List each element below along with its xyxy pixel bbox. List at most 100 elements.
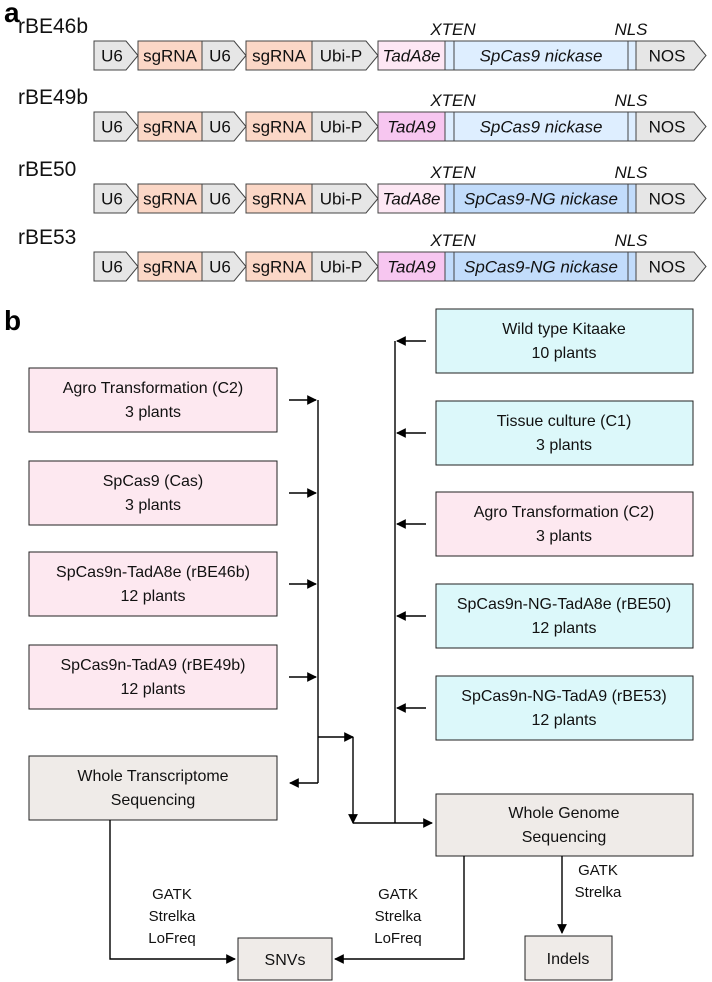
u6-2-label: U6	[209, 47, 231, 66]
left-box-cas-line2: 3 plants	[125, 497, 181, 514]
right-sample-group: Wild type Kitaake 10 plants Tissue cultu…	[435, 308, 694, 741]
sgrna-1-segment	[137, 183, 203, 214]
nos-segment	[635, 40, 707, 71]
u6-1-label: U6	[101, 118, 123, 137]
u6-2-label: U6	[209, 258, 231, 277]
wgs-box-line2: Sequencing	[522, 829, 607, 846]
tool-wts-2: Strelka	[149, 908, 196, 925]
indels-label: Indels	[547, 951, 590, 968]
ubi-p-segment	[311, 183, 379, 214]
sgrna-2-segment	[245, 40, 313, 71]
sgrna-1-segment	[137, 40, 203, 71]
xten-linker-segment	[444, 111, 455, 142]
sgrna-1-segment	[137, 111, 203, 142]
sgrna-2-segment	[245, 183, 313, 214]
tool-wgs-snv-2: Strelka	[375, 908, 422, 925]
xten-linker-segment	[444, 40, 455, 71]
xten-label: XTEN	[429, 91, 476, 110]
left-box-rbe46b-line2: 12 plants	[121, 588, 186, 605]
arrow-wgs-to-snvs	[334, 856, 465, 964]
tada-label: TadA8e	[383, 190, 441, 209]
right-box-agro-line1: Agro Transformation (C2)	[474, 504, 655, 521]
nos-label: NOS	[649, 47, 686, 66]
tools-wgs-indel: GATK Strelka	[575, 862, 622, 901]
u6-1-segment	[93, 183, 139, 214]
nls-label: NLS	[614, 163, 648, 182]
cas9-label: SpCas9 nickase	[480, 118, 603, 137]
sgrna-1-label: sgRNA	[143, 190, 198, 209]
right-box-rbe50: SpCas9n-NG-TadA8e (rBE50) 12 plants	[435, 583, 694, 649]
sgrna-2-label: sgRNA	[252, 118, 307, 137]
construct-name: rBE46b	[18, 15, 88, 38]
tada-segment	[377, 251, 446, 282]
tada-label: TadA8e	[383, 47, 441, 66]
panel-b-letter: b	[4, 305, 21, 336]
u6-1-segment	[93, 251, 139, 282]
ubi-p-segment	[311, 251, 379, 282]
u6-2-label: U6	[209, 190, 231, 209]
left-box-rbe49b-line1: SpCas9n-TadA9 (rBE49b)	[61, 657, 246, 674]
xten-linker-segment	[444, 251, 455, 282]
tool-wgs-indel-2: Strelka	[575, 884, 622, 901]
tada-label: TadA9	[387, 258, 436, 277]
sgrna-2-label: sgRNA	[252, 47, 307, 66]
cas9-segment	[453, 40, 629, 71]
cas9-label: SpCas9 nickase	[480, 47, 603, 66]
left-box-cas: SpCas9 (Cas) 3 plants	[28, 460, 278, 526]
construct-name: rBE49b	[18, 86, 88, 109]
nls-segment	[627, 251, 637, 282]
u6-2-segment	[201, 40, 247, 71]
right-box-rbe53-line2: 12 plants	[532, 712, 597, 729]
cas9-label: SpCas9-NG nickase	[464, 258, 618, 277]
nos-label: NOS	[649, 118, 686, 137]
u6-2-segment	[201, 251, 247, 282]
snvs-box: SNVs	[237, 937, 333, 981]
tool-wts-3: LoFreq	[148, 930, 196, 947]
nls-label: NLS	[614, 91, 648, 110]
left-box-rbe46b-line1: SpCas9n-TadA8e (rBE46b)	[56, 564, 250, 581]
nls-segment	[627, 111, 637, 142]
tada-segment	[377, 183, 446, 214]
nls-label: NLS	[614, 20, 648, 39]
u6-1-label: U6	[101, 190, 123, 209]
sgrna-1-label: sgRNA	[143, 118, 198, 137]
u6-2-segment	[201, 183, 247, 214]
nos-label: NOS	[649, 258, 686, 277]
xten-label: XTEN	[429, 231, 476, 250]
wgs-box-line1: Whole Genome	[508, 805, 619, 822]
u6-1-label: U6	[101, 47, 123, 66]
ubi-p-segment	[311, 111, 379, 142]
wts-box: Whole Transcriptome Sequencing	[28, 755, 278, 821]
tool-wgs-snv-3: LoFreq	[374, 930, 422, 947]
sgrna-1-label: sgRNA	[143, 258, 198, 277]
right-box-rbe50-line1: SpCas9n-NG-TadA8e (rBE50)	[457, 596, 671, 613]
tools-wgs-snv: GATK Strelka LoFreq	[374, 886, 422, 947]
left-box-rbe49b-line2: 12 plants	[121, 681, 186, 698]
wts-box-line2: Sequencing	[111, 792, 196, 809]
u6-1-segment	[93, 40, 139, 71]
right-box-wild-type-line1: Wild type Kitaake	[502, 321, 626, 338]
tool-wgs-indel-1: GATK	[578, 862, 618, 879]
right-box-agro: Agro Transformation (C2) 3 plants	[435, 491, 694, 557]
nos-segment	[635, 251, 707, 282]
right-box-tissue-culture-line2: 3 plants	[536, 437, 592, 454]
nls-label: NLS	[614, 231, 648, 250]
ubi-p-label: Ubi-P	[320, 190, 363, 209]
sgrna-2-segment	[245, 111, 313, 142]
cas9-segment	[453, 251, 629, 282]
left-box-agro-line2: 3 plants	[125, 404, 181, 421]
ubi-p-label: Ubi-P	[320, 258, 363, 277]
right-box-agro-line2: 3 plants	[536, 528, 592, 545]
ubi-p-label: Ubi-P	[320, 47, 363, 66]
wts-box-line1: Whole Transcriptome	[77, 768, 228, 785]
wgs-box: Whole Genome Sequencing	[435, 793, 694, 857]
left-box-cas-line1: SpCas9 (Cas)	[103, 473, 203, 490]
tool-wgs-snv-1: GATK	[378, 886, 418, 903]
sgrna-2-label: sgRNA	[252, 190, 307, 209]
right-box-rbe53: SpCas9n-NG-TadA9 (rBE53) 12 plants	[435, 675, 694, 741]
construct-name: rBE50	[18, 158, 76, 181]
xten-label: XTEN	[429, 163, 476, 182]
u6-1-label: U6	[101, 258, 123, 277]
